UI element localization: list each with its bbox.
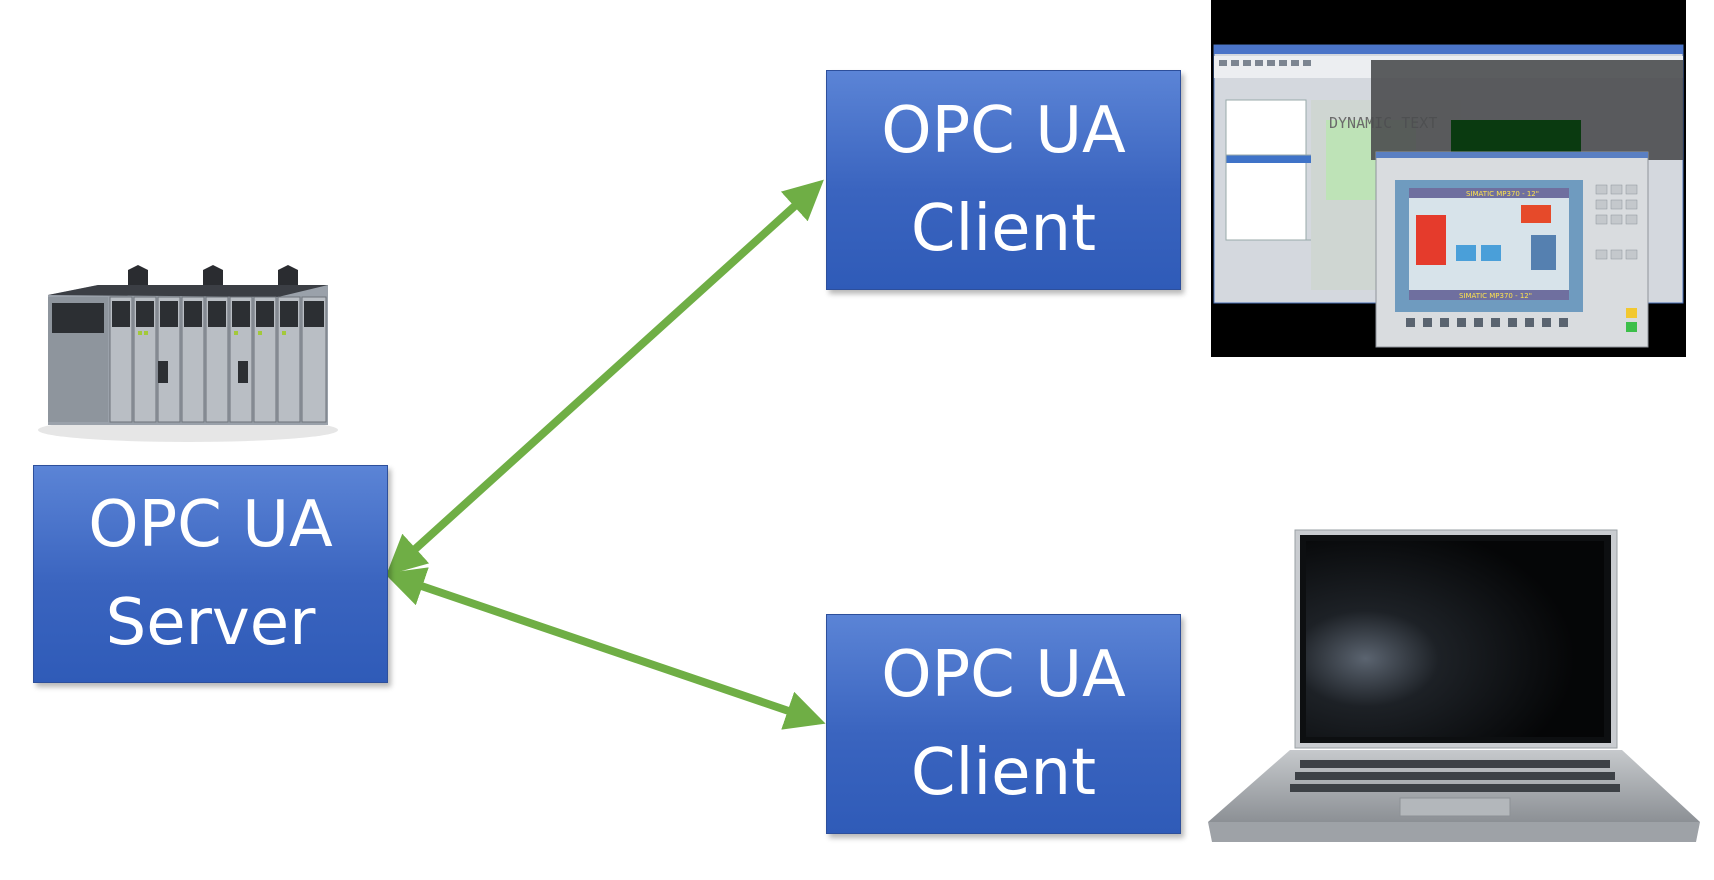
client-top-label-line2: Client <box>910 192 1097 266</box>
opc-ua-client-bottom-box: OPC UA Client <box>826 614 1181 834</box>
opc-ua-client-top-box: OPC UA Client <box>826 70 1181 290</box>
arrow-server-client-bottom <box>384 567 826 730</box>
server-label-line1: OPC UA <box>88 488 333 562</box>
hmi-title-top: SIMATIC MP370 - 12" <box>1466 190 1539 198</box>
client-top-label-line1: OPC UA <box>881 94 1126 168</box>
opc-ua-server-box: OPC UA Server <box>33 465 388 683</box>
client-bottom-label-line2: Client <box>910 736 1097 810</box>
client-bottom-label-line1: OPC UA <box>881 638 1126 712</box>
server-label-line2: Server <box>105 586 316 660</box>
hmi-title-bottom: SIMATIC MP370 - 12" <box>1459 292 1532 300</box>
arrow-server-client-top <box>386 179 824 576</box>
